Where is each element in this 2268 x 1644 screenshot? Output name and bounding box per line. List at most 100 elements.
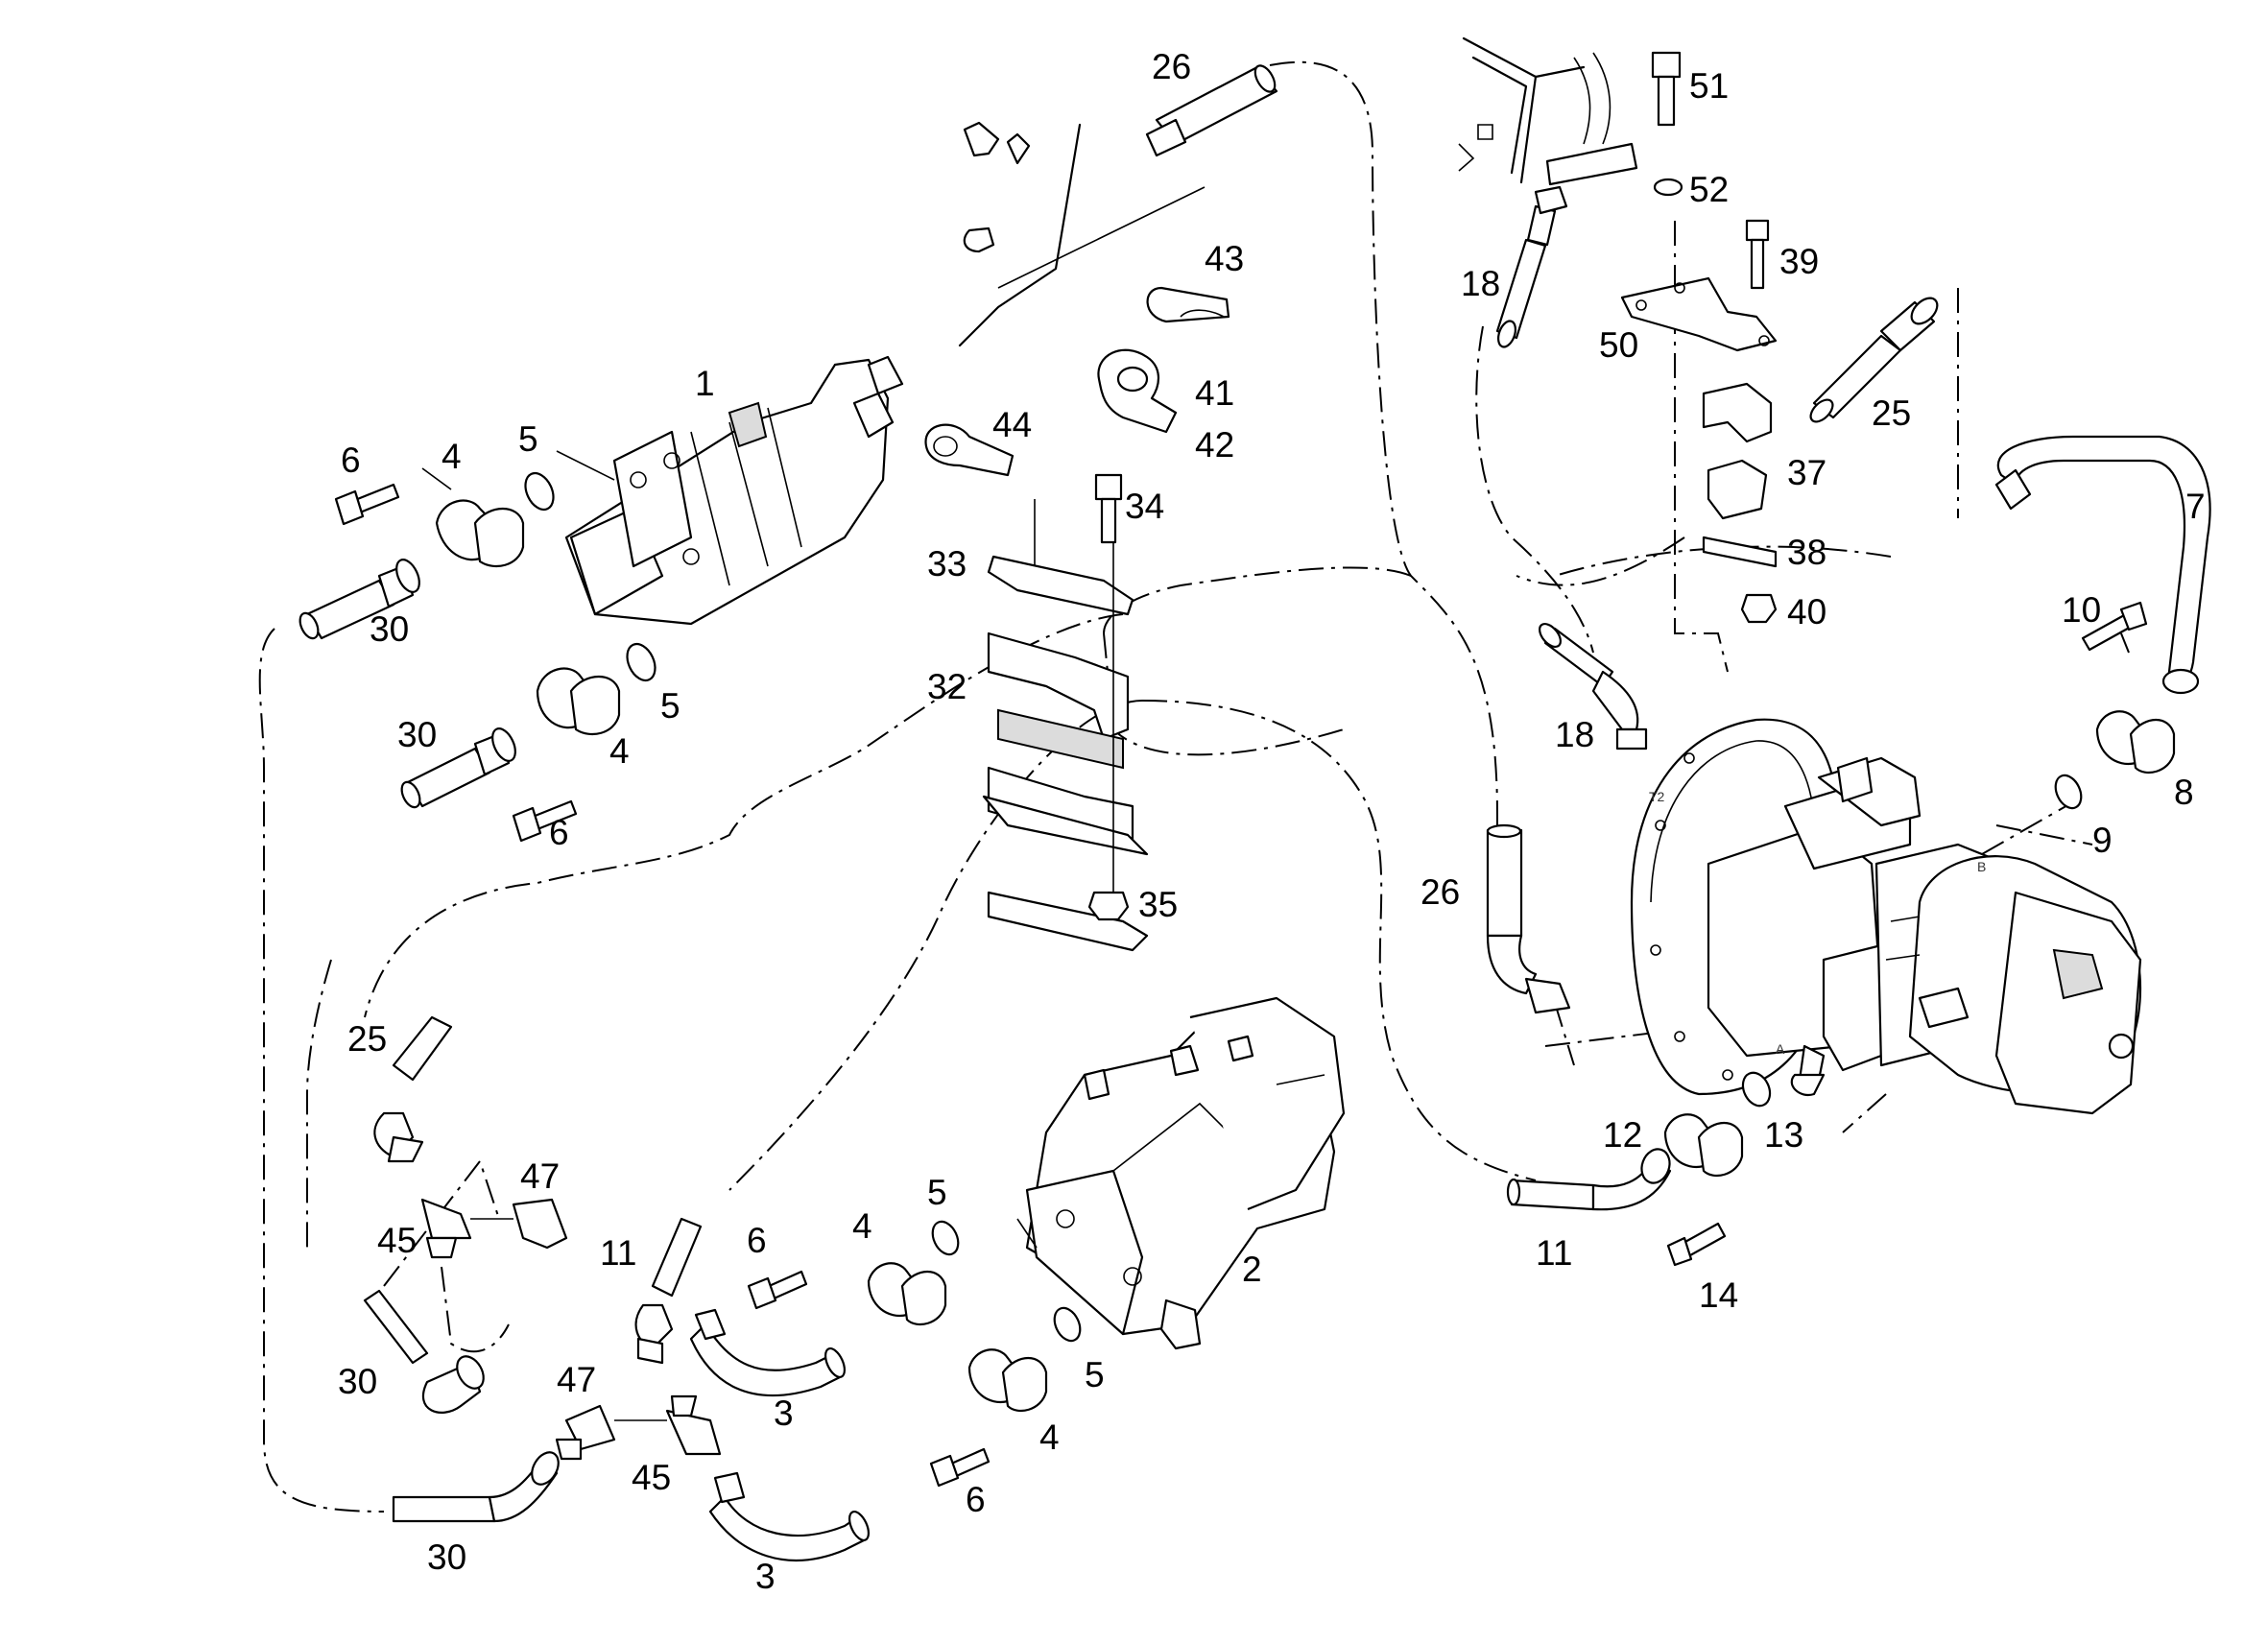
hose-26-top — [1145, 64, 1278, 157]
pipe-7 — [1994, 435, 2211, 695]
callout-7: 7 — [2185, 487, 2206, 526]
callout-37: 37 — [1787, 453, 1826, 492]
motor-2 — [1025, 996, 1346, 1350]
frame-sketch-top-right — [1458, 36, 1638, 186]
hose-11-left — [634, 1217, 703, 1365]
fitting-45-upper — [420, 1198, 513, 1259]
hose-30-middle — [400, 727, 516, 809]
screw-6-upper — [334, 483, 400, 526]
callout-4: 4 — [852, 1206, 872, 1246]
clamp-41-42 — [1097, 348, 1178, 434]
clamp-assembly-32 — [982, 473, 1149, 952]
hose-30-lower-left — [363, 1289, 485, 1414]
callout-50: 50 — [1599, 325, 1638, 365]
callout-47: 47 — [520, 1156, 560, 1196]
screw-39 — [1745, 219, 1770, 290]
callout-25: 25 — [347, 1019, 387, 1059]
pipe-3-upper — [689, 1308, 847, 1396]
port-mark-b: B — [1977, 859, 1986, 874]
port-mark-t2: T2 — [1649, 789, 1665, 804]
o-ring-9 — [2054, 774, 2083, 810]
callout-30: 30 — [397, 715, 437, 754]
callout-34: 34 — [1125, 487, 1164, 526]
pipe-3-lower — [708, 1471, 871, 1561]
callout-11: 11 — [1536, 1233, 1572, 1273]
callout-6: 6 — [341, 441, 361, 480]
hose-18-top — [1495, 185, 1568, 348]
callout-3: 3 — [755, 1557, 776, 1596]
callout-47: 47 — [557, 1360, 596, 1399]
pump-assembly-right — [1630, 718, 2142, 1115]
mounting-sketch-top — [958, 121, 1206, 347]
plate-38 — [1702, 536, 1778, 568]
clamp-37 — [1702, 382, 1773, 520]
clamp-43 — [1146, 286, 1230, 323]
o-ring-5-middle — [626, 642, 657, 682]
flange-clamp-4-middle — [536, 667, 621, 736]
hose-18-mid — [1539, 623, 1648, 751]
callout-3: 3 — [774, 1394, 794, 1433]
fitting-45-lower — [614, 1394, 722, 1456]
callout-39: 39 — [1779, 242, 1819, 281]
callout-5: 5 — [518, 419, 538, 459]
pump-1 — [564, 355, 904, 626]
washer-52 — [1653, 178, 1683, 197]
callout-1: 1 — [695, 364, 715, 403]
callout-18: 18 — [1461, 264, 1500, 303]
callout-12: 12 — [1603, 1115, 1642, 1155]
screw-51 — [1651, 51, 1682, 127]
callout-42: 42 — [1195, 425, 1234, 465]
callout-8: 8 — [2174, 773, 2194, 812]
hose-25-right — [1809, 297, 1939, 423]
callout-5: 5 — [1085, 1355, 1105, 1394]
callout-30: 30 — [427, 1537, 466, 1577]
callout-45: 45 — [377, 1221, 417, 1260]
flange-clamp-4-lower-b — [967, 1348, 1048, 1413]
callout-5: 5 — [660, 686, 680, 726]
callout-30: 30 — [338, 1362, 377, 1401]
hose-25-left — [373, 1015, 453, 1163]
callout-52: 52 — [1689, 170, 1729, 209]
hose-30-bottom — [392, 1451, 560, 1523]
callout-6: 6 — [966, 1480, 986, 1519]
o-ring-5-upper — [524, 471, 555, 512]
flange-clamp-4-lower-a — [867, 1262, 947, 1326]
callout-10: 10 — [2062, 590, 2101, 630]
port-mark-a: A — [1776, 1041, 1785, 1057]
elbow-47-lower — [555, 1404, 616, 1461]
callout-6: 6 — [549, 813, 569, 852]
hose-30-upper — [298, 559, 420, 640]
callout-32: 32 — [927, 667, 967, 706]
callout-38: 38 — [1787, 533, 1826, 572]
screw-6-middle — [512, 799, 578, 843]
clamp-44 — [924, 423, 1015, 477]
screw-14 — [1666, 1222, 1727, 1267]
callouts: 1 2 3 3 4 4 4 4 5 5 5 5 6 6 6 6 7 8 9 10… — [338, 47, 2206, 1596]
callout-5: 5 — [927, 1173, 947, 1212]
leader-lines — [421, 450, 1038, 1249]
callout-30: 30 — [370, 609, 409, 649]
callout-4: 4 — [442, 437, 462, 476]
callout-43: 43 — [1205, 239, 1244, 278]
nut-40 — [1740, 593, 1778, 624]
screw-10 — [2081, 601, 2148, 652]
callout-14: 14 — [1699, 1275, 1738, 1315]
callout-11: 11 — [600, 1233, 636, 1273]
callout-33: 33 — [927, 544, 967, 584]
flange-clamp-4-upper — [435, 499, 525, 568]
o-ring-5-lower-b — [1053, 1306, 1082, 1343]
callout-41: 41 — [1195, 373, 1234, 413]
callout-6: 6 — [747, 1221, 767, 1260]
callout-26: 26 — [1152, 47, 1191, 86]
callout-45: 45 — [632, 1458, 671, 1497]
screw-6-lower-b — [929, 1447, 991, 1488]
callout-51: 51 — [1689, 66, 1729, 106]
callout-4: 4 — [609, 731, 630, 771]
callout-40: 40 — [1787, 592, 1826, 631]
callout-44: 44 — [992, 405, 1032, 444]
screw-6-lower-a — [747, 1270, 808, 1310]
flange-clamp-8 — [2095, 710, 2176, 774]
elbow-47-upper — [512, 1198, 568, 1250]
callout-18: 18 — [1555, 715, 1594, 754]
callout-2: 2 — [1242, 1250, 1262, 1289]
